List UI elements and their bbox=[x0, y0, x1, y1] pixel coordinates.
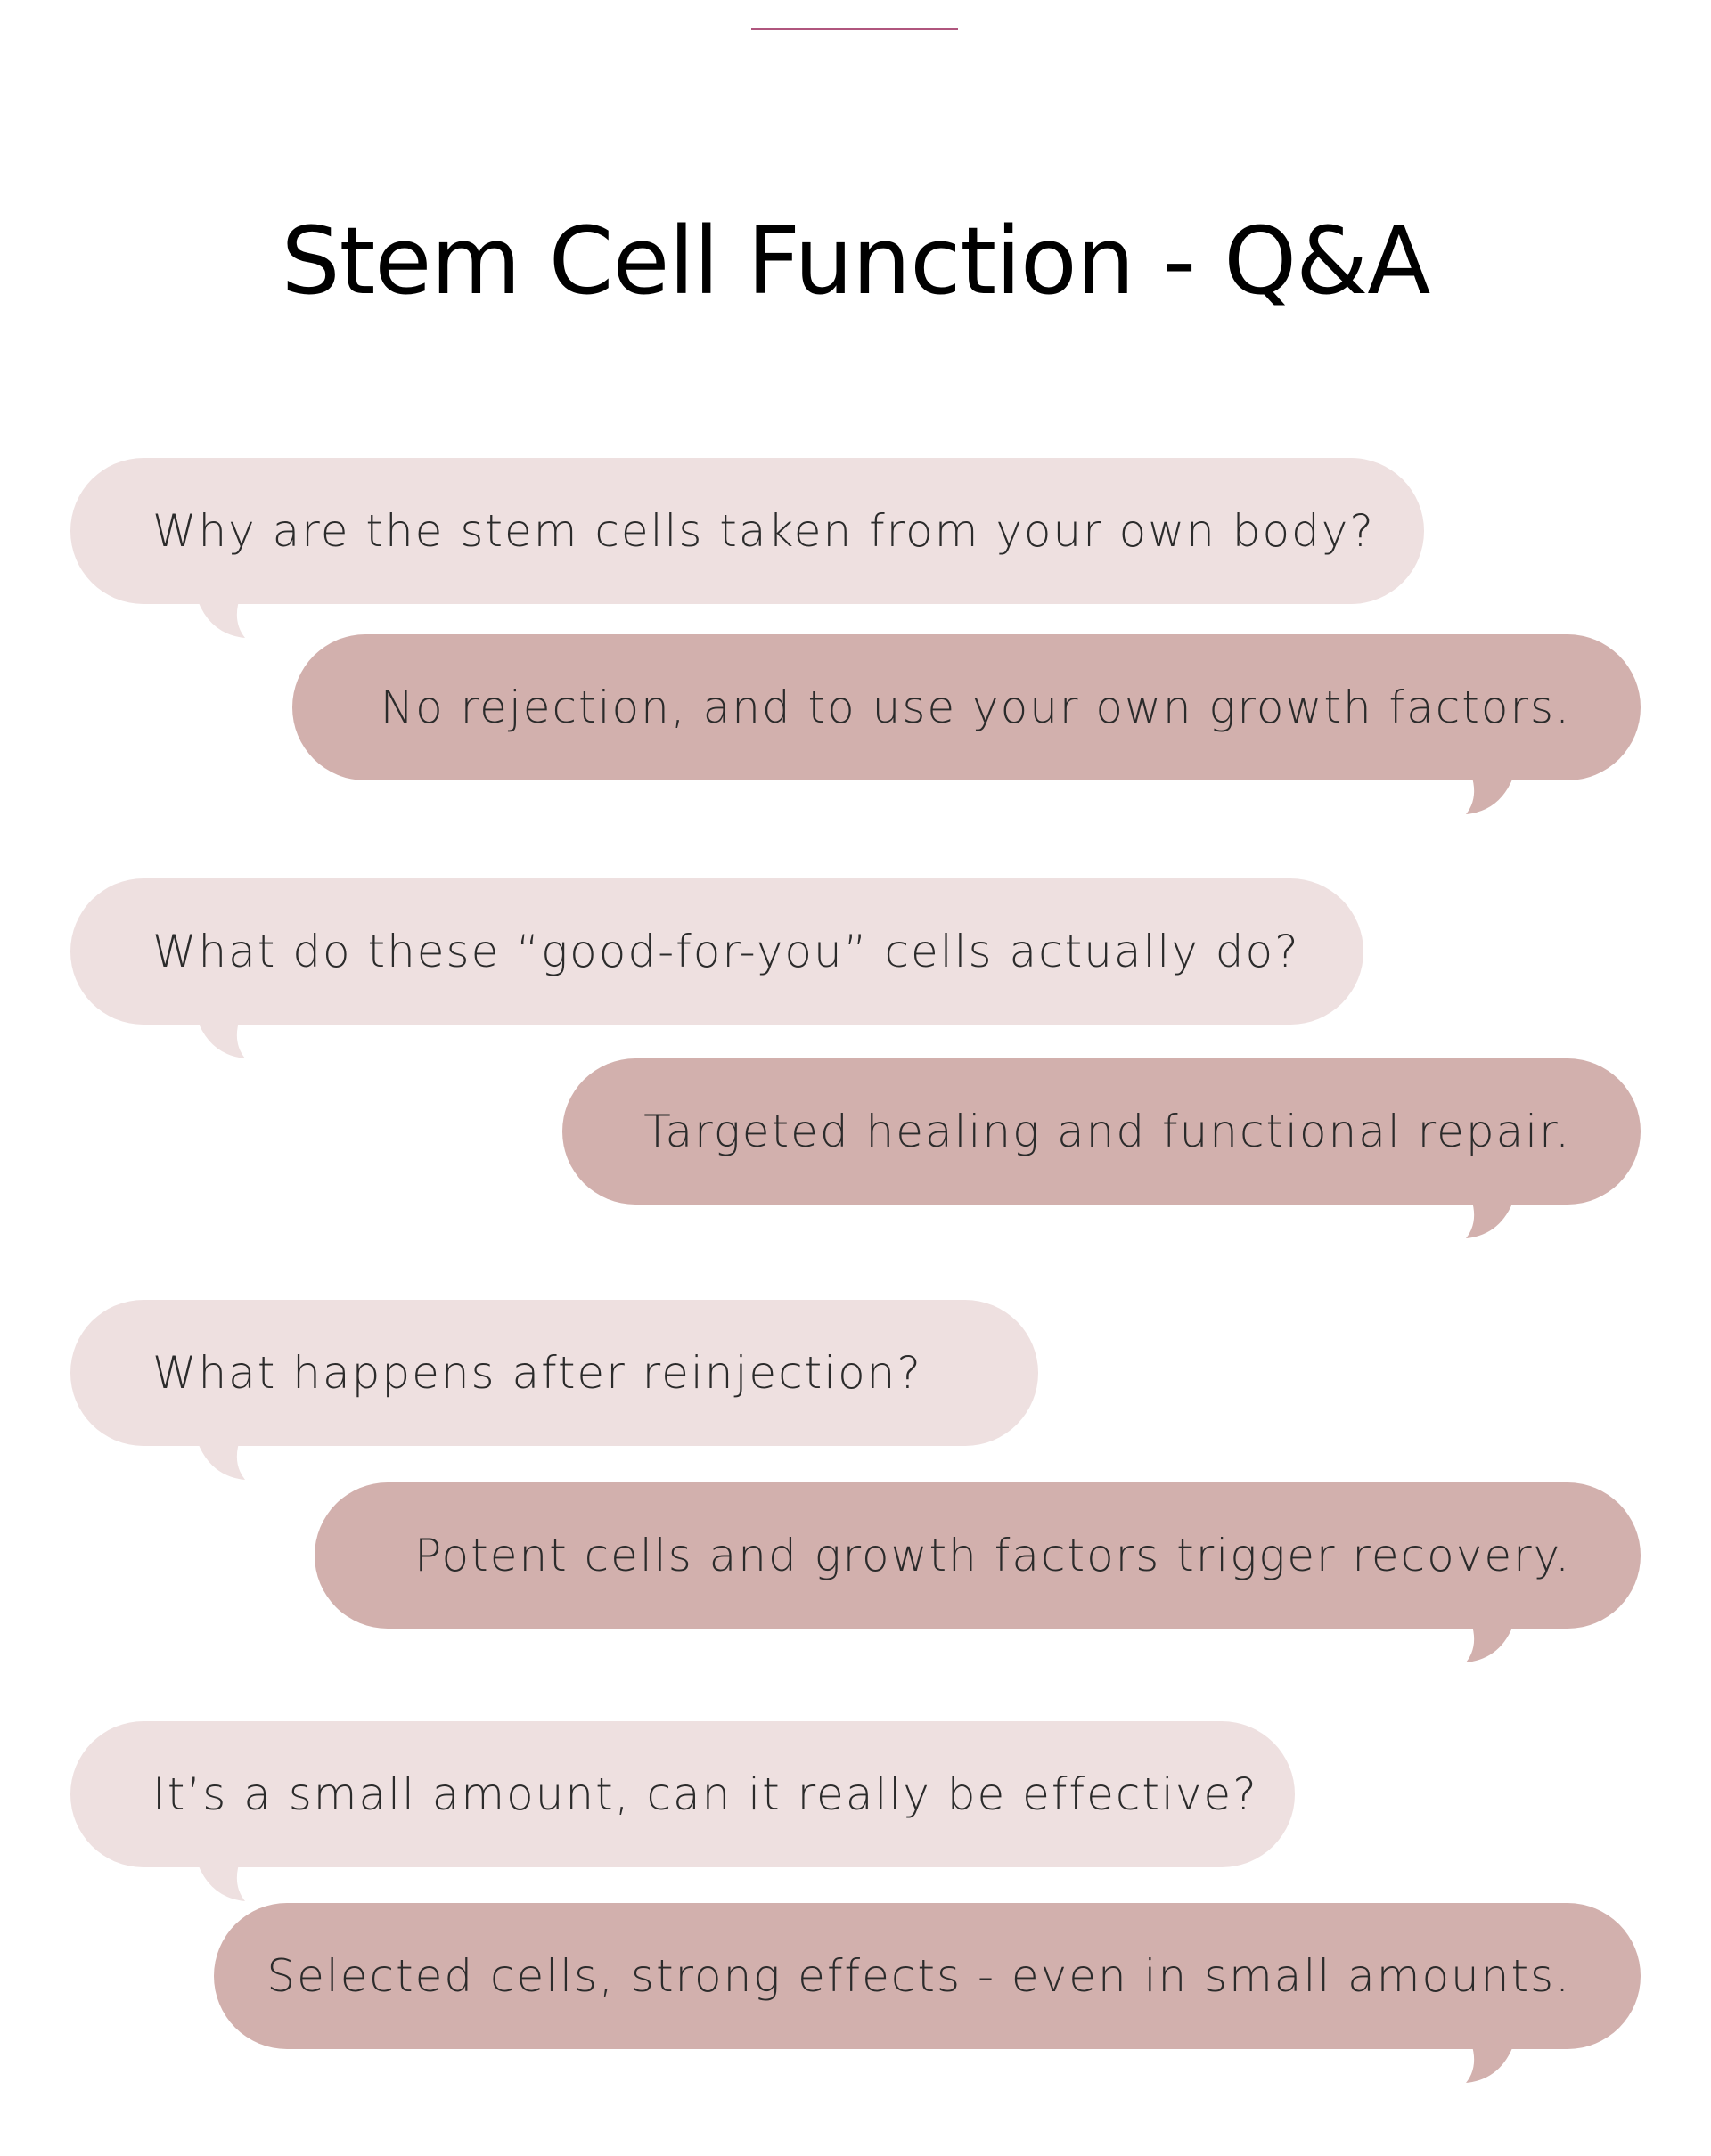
speech-tail-icon bbox=[195, 1435, 245, 1480]
answer-text: Selected cells, strong effects - even in… bbox=[266, 1950, 1571, 2002]
question-text: What happens after reinjection? bbox=[152, 1347, 922, 1399]
question-bubble-2: What do these “good-for-you” cells actua… bbox=[70, 878, 1363, 1058]
speech-tail-icon bbox=[1466, 2038, 1516, 2083]
question-bubble-3: What happens after reinjection? bbox=[70, 1300, 1038, 1480]
speech-tail-icon bbox=[1466, 770, 1516, 814]
answer-bubble-2: Targeted healing and functional repair. bbox=[562, 1058, 1641, 1238]
question-text: Why are the stem cells taken from your o… bbox=[152, 505, 1375, 557]
question-text: What do these “good-for-you” cells actua… bbox=[152, 926, 1300, 977]
answer-text: No rejection, and to use your own growth… bbox=[380, 682, 1571, 733]
speech-tail-icon bbox=[195, 593, 245, 638]
question-text: It’s a small amount, can it really be ef… bbox=[152, 1768, 1258, 1820]
speech-tail-icon bbox=[195, 1014, 245, 1058]
answer-text: Targeted healing and functional repair. bbox=[643, 1106, 1571, 1157]
speech-tail-icon bbox=[1466, 1618, 1516, 1662]
question-bubble-4: It’s a small amount, can it really be ef… bbox=[70, 1721, 1295, 1901]
speech-tail-icon bbox=[1466, 1194, 1516, 1238]
answer-bubble-1: No rejection, and to use your own growth… bbox=[292, 634, 1641, 814]
page-title: Stem Cell Function - Q&A bbox=[281, 207, 1431, 315]
top-accent-rule bbox=[751, 28, 958, 30]
question-bubble-1: Why are the stem cells taken from your o… bbox=[70, 458, 1424, 638]
answer-text: Potent cells and growth factors trigger … bbox=[414, 1530, 1571, 1581]
answer-bubble-4: Selected cells, strong effects - even in… bbox=[214, 1903, 1641, 2083]
speech-tail-icon bbox=[195, 1857, 245, 1901]
answer-bubble-3: Potent cells and growth factors trigger … bbox=[315, 1482, 1641, 1662]
